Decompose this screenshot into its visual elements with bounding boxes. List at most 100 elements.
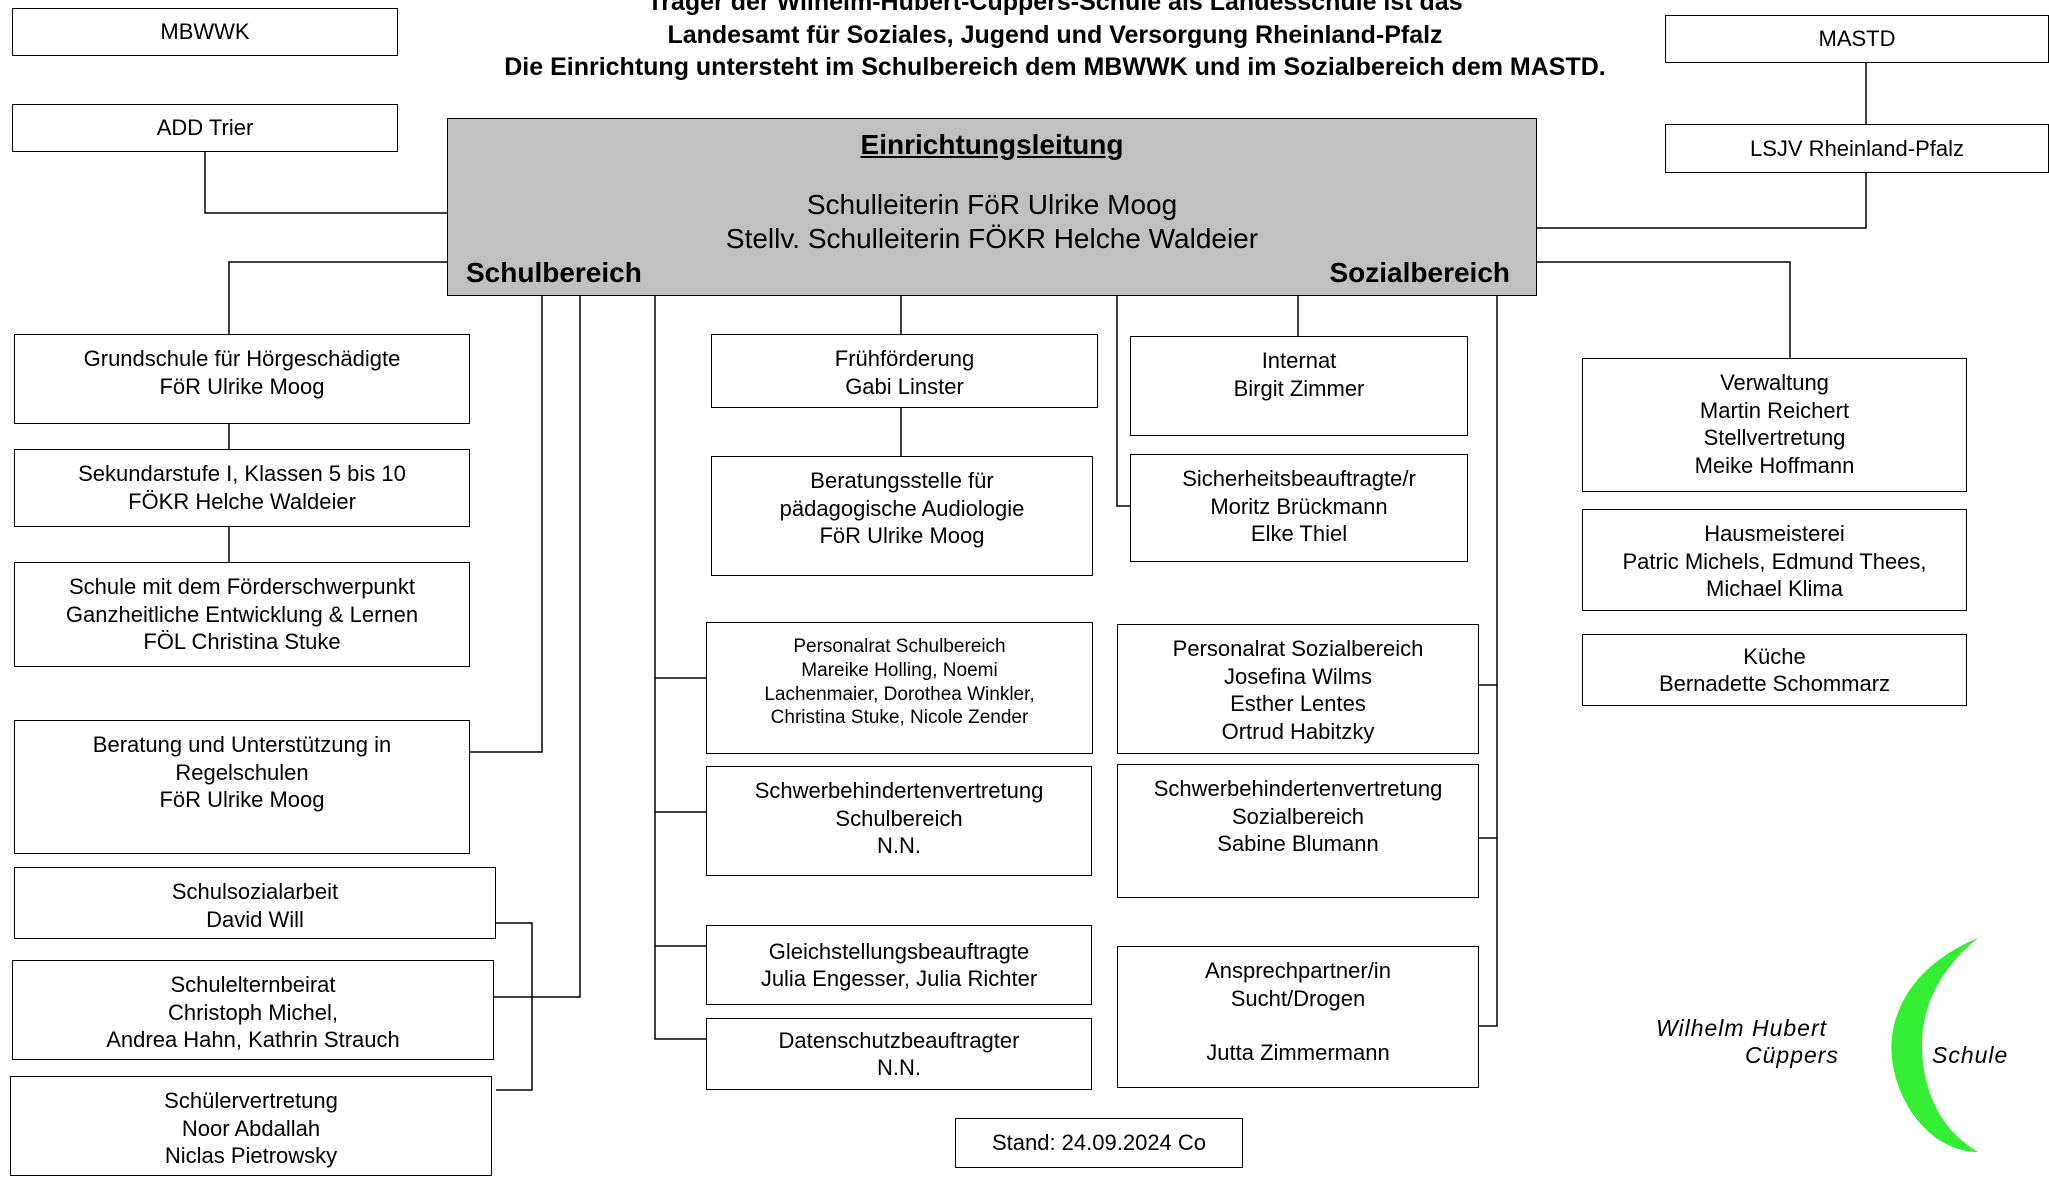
- box-line: Grundschule für Hörgeschädigte: [83, 346, 401, 371]
- logo-text-line-3: Schule: [1932, 1042, 2009, 1068]
- box-line: Michael Klima: [1706, 576, 1843, 601]
- box-line: Patric Michels, Edmund Thees,: [1622, 548, 1927, 574]
- box-line: Regelschulen: [175, 759, 309, 785]
- personalrat-sozialbereich-box: Personalrat Sozialbereich Josefina Wilms…: [1117, 624, 1479, 754]
- schulbereich-label: Schulbereich: [466, 257, 642, 288]
- box-line: Julia Engesser, Julia Richter: [760, 966, 1038, 991]
- stand-box: Stand: 24.09.2024 Co: [955, 1118, 1243, 1168]
- box-line: Küche: [1743, 643, 1806, 669]
- box-line: Schwerbehindertenvertretung: [754, 778, 1044, 803]
- hausmeisterei-box: Hausmeisterei Patric Michels, Edmund The…: [1582, 509, 1967, 611]
- box-line: Sabine Blumann: [1217, 831, 1379, 856]
- box-line: Verwaltung: [1720, 370, 1829, 395]
- box-line: Birgit Zimmer: [1233, 375, 1365, 401]
- box-line: Niclas Pietrowsky: [164, 1143, 338, 1168]
- sozialbereich-label: Sozialbereich: [1329, 257, 1510, 288]
- box-line: Schülervertretung: [164, 1088, 338, 1113]
- box-line: MASTD: [1818, 26, 1896, 52]
- box-line: Christina Stuke, Nicole Zender: [770, 707, 1029, 729]
- box-line: Esther Lentes: [1230, 691, 1366, 716]
- box-line: Moritz Brückmann: [1210, 493, 1388, 519]
- add-trier-box: ADD Trier: [12, 104, 398, 152]
- box-line: Gabi Linster: [845, 373, 964, 399]
- box-line: Internat: [1261, 348, 1337, 373]
- box-line: LSJV Rheinland-Pfalz: [1749, 135, 1964, 161]
- box-line: Personalrat Schulbereich: [793, 636, 1006, 657]
- box-line: Schulelternbeirat: [170, 972, 336, 997]
- box-line: David Will: [206, 906, 304, 932]
- box-line: Gleichstellungsbeauftragte: [768, 938, 1030, 964]
- sekundarstufe-box: Sekundarstufe I, Klassen 5 bis 10 FÖKR H…: [14, 449, 470, 527]
- internat-box: Internat Birgit Zimmer: [1130, 336, 1468, 436]
- box-line: Josefina Wilms: [1224, 663, 1372, 689]
- box-line: Beratung und Unterstützung in: [92, 732, 392, 757]
- box-line: N.N.: [877, 1055, 921, 1080]
- beratungsstelle-box: Beratungsstelle für pädagogische Audiolo…: [711, 456, 1093, 576]
- box-line: FÖL Christina Stuke: [143, 629, 341, 654]
- logo-text-line-2: Cüppers: [1745, 1042, 1839, 1068]
- box-line: Beratungsstelle für: [810, 468, 994, 493]
- box-line: Sucht/Drogen: [1230, 985, 1366, 1011]
- box-line: Schulsozialarbeit: [171, 879, 339, 904]
- box-line: Personalrat Sozialbereich: [1172, 636, 1424, 661]
- datenschutz-box: Datenschutzbeauftragter N.N.: [706, 1018, 1092, 1090]
- box-line: Elke Thiel: [1250, 521, 1348, 546]
- ansprechpartner-box: Ansprechpartner/in Sucht/Drogen Jutta Zi…: [1117, 946, 1479, 1088]
- header: Träger der Wilhelm-Hubert-Cüppers-Schule…: [470, 0, 1640, 84]
- mastd-box: MASTD: [1665, 15, 2049, 63]
- box-line: Martin Reichert: [1699, 397, 1850, 423]
- box-line: Ansprechpartner/in: [1205, 958, 1391, 983]
- box-line: Lachenmaier, Dorothea Winkler,: [764, 683, 1035, 705]
- verwaltung-box: Verwaltung Martin Reichert Stellvertretu…: [1582, 358, 1967, 492]
- box-line: FöR Ulrike Moog: [819, 523, 985, 548]
- schulsozialarbeit-box: Schulsozialarbeit David Will: [14, 867, 496, 939]
- school-logo-arc-icon: [1891, 938, 1978, 1152]
- schulelternbeirat-box: Schulelternbeirat Christoph Michel, Andr…: [12, 960, 494, 1060]
- header-line-2: Landesamt für Soziales, Jugend und Verso…: [667, 20, 1443, 49]
- schuelervertretung-box: Schülervertretung Noor Abdallah Niclas P…: [10, 1076, 492, 1176]
- beratung-regelschulen-box: Beratung und Unterstützung in Regelschul…: [14, 720, 470, 854]
- sbv-sozialbereich-box: Schwerbehindertenvertretung Sozialbereic…: [1117, 764, 1479, 898]
- sbv-schulbereich-box: Schwerbehindertenvertretung Schulbereich…: [706, 766, 1092, 876]
- box-line: Andrea Hahn, Kathrin Strauch: [106, 1027, 400, 1052]
- box-line: MBWWK: [160, 19, 250, 45]
- box-line: Hausmeisterei: [1704, 521, 1845, 546]
- box-line: Stellvertretung: [1703, 425, 1846, 450]
- box-line: Frühförderung: [834, 346, 975, 371]
- box-line: Mareike Holling, Noemi: [801, 659, 998, 681]
- stellv-schulleiterin: Stellv. Schulleiterin FÖKR Helche Waldei…: [725, 223, 1259, 254]
- mbwwk-box: MBWWK: [12, 8, 398, 56]
- stand-date: Stand: 24.09.2024 Co: [991, 1130, 1207, 1156]
- personalrat-schulbereich-box: Personalrat Schulbereich Mareike Holling…: [706, 622, 1093, 754]
- einrichtungsleitung-title: Einrichtungsleitung: [860, 129, 1124, 160]
- fruehfoerderung-box: Frühförderung Gabi Linster: [711, 334, 1098, 408]
- box-line: Schulbereich: [835, 805, 963, 831]
- header-line-1: Träger der Wilhelm-Hubert-Cüppers-Schule…: [647, 0, 1463, 16]
- box-line: Sozialbereich: [1231, 803, 1365, 829]
- box-line: Ganzheitliche Entwicklung & Lernen: [65, 601, 419, 627]
- lsjv-box: LSJV Rheinland-Pfalz: [1665, 124, 2049, 173]
- box-line: Noor Abdallah: [181, 1115, 321, 1141]
- logo-text-line-1: Wilhelm Hubert: [1656, 1015, 1828, 1041]
- box-line: FöR Ulrike Moog: [159, 787, 325, 812]
- box-line: Sicherheitsbeauftragte/r: [1182, 466, 1416, 491]
- box-line: FöR Ulrike Moog: [159, 373, 325, 399]
- foerderschule-box: Schule mit dem Förderschwerpunkt Ganzhei…: [14, 562, 470, 667]
- box-line: Christoph Michel,: [168, 999, 338, 1025]
- schulleiterin: Schulleiterin FöR Ulrike Moog: [806, 189, 1178, 220]
- box-line: Schwerbehindertenvertretung: [1153, 776, 1443, 801]
- gleichstellung-box: Gleichstellungsbeauftragte Julia Engesse…: [706, 925, 1092, 1005]
- einrichtungsleitung-box: Einrichtungsleitung Schulleiterin FöR Ul…: [447, 118, 1537, 296]
- box-line: Sekundarstufe I, Klassen 5 bis 10: [78, 461, 406, 486]
- header-line-3: Die Einrichtung untersteht im Schulberei…: [504, 53, 1606, 81]
- kueche-box: Küche Bernadette Schommarz: [1582, 634, 1967, 706]
- box-line: FÖKR Helche Waldeier: [128, 488, 356, 514]
- box-line: N.N.: [877, 833, 921, 858]
- grundschule-box: Grundschule für Hörgeschädigte FöR Ulrik…: [14, 334, 470, 424]
- sicherheit-box: Sicherheitsbeauftragte/r Moritz Brückman…: [1130, 454, 1468, 562]
- box-line: Schule mit dem Förderschwerpunkt: [68, 574, 416, 599]
- box-line: Bernadette Schommarz: [1658, 671, 1891, 696]
- box-line: pädagogische Audiologie: [779, 495, 1025, 521]
- box-line: Meike Hoffmann: [1694, 452, 1855, 478]
